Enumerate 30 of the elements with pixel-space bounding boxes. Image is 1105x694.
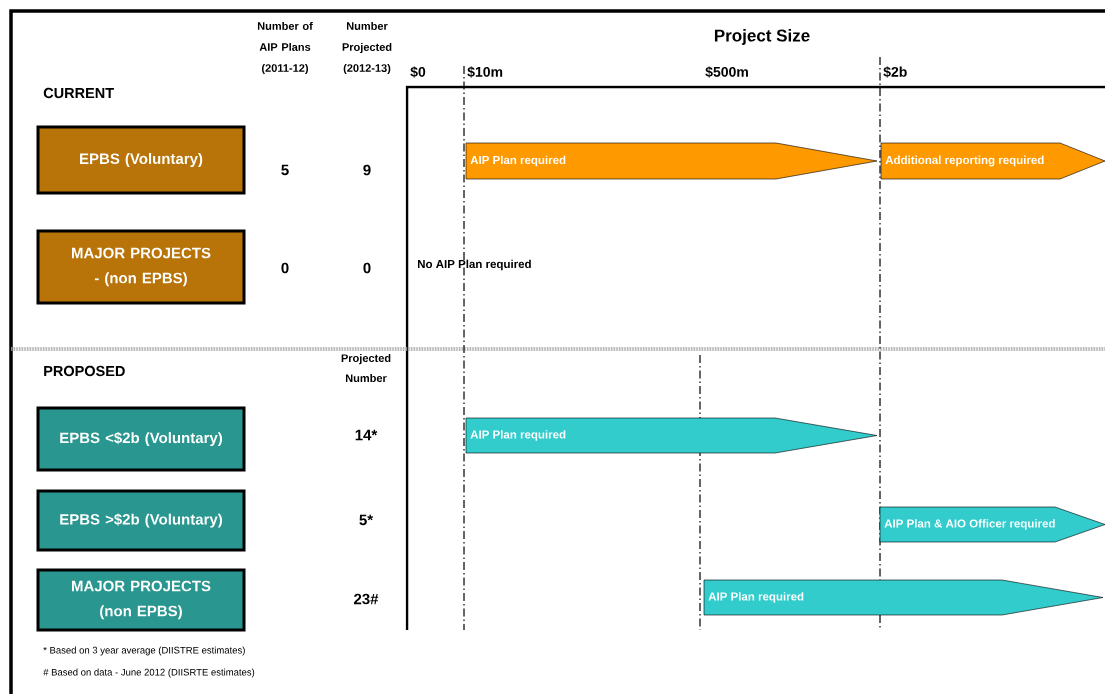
category-box: EPBS (Voluntary): [36, 125, 246, 195]
scale-tick: $10m: [467, 66, 503, 78]
count: 23#: [354, 593, 379, 605]
column-heading: Projected Number: [341, 353, 391, 383]
category-box: MAJOR PROJECTS (non EPBS): [36, 568, 246, 632]
footnote: # Based on data - June 2012 (DIISRTE estimates): [43, 668, 255, 678]
title: Project Size: [714, 29, 810, 45]
count: 5*: [359, 514, 374, 526]
footnote: * Based on 3 year average (DIISTRE estimates): [43, 646, 245, 656]
count: 5: [281, 164, 289, 176]
scale-tick: $0: [410, 66, 426, 78]
column-heading: Number of AIP Plans (2011-12): [257, 21, 313, 75]
arrow-banner: AIP Plan required: [703, 579, 1104, 616]
count: 14*: [355, 429, 378, 441]
category-box: EPBS <$2b (Voluntary): [36, 406, 246, 472]
arrow-banner: AIP Plan & AIO Officer required: [879, 506, 1105, 543]
count: 9: [363, 164, 371, 176]
scale-tick: $2b: [883, 66, 907, 78]
category-box: EPBS >$2b (Voluntary): [36, 489, 246, 552]
section-heading: PROPOSED: [44, 365, 125, 377]
category-box: MAJOR PROJECTS - (non EPBS): [36, 229, 246, 305]
count: 0: [363, 262, 371, 274]
note: No AIP Plan required: [418, 259, 531, 271]
count: 0: [281, 262, 289, 274]
arrow-banner: Additional reporting required: [880, 142, 1105, 180]
scale-tick: $500m: [705, 66, 748, 78]
arrow-banner: AIP Plan required: [465, 142, 878, 180]
arrow-banner: AIP Plan required: [465, 417, 878, 454]
column-heading: Number Projected (2012-13): [342, 21, 392, 75]
section-heading: CURRENT: [43, 87, 114, 99]
